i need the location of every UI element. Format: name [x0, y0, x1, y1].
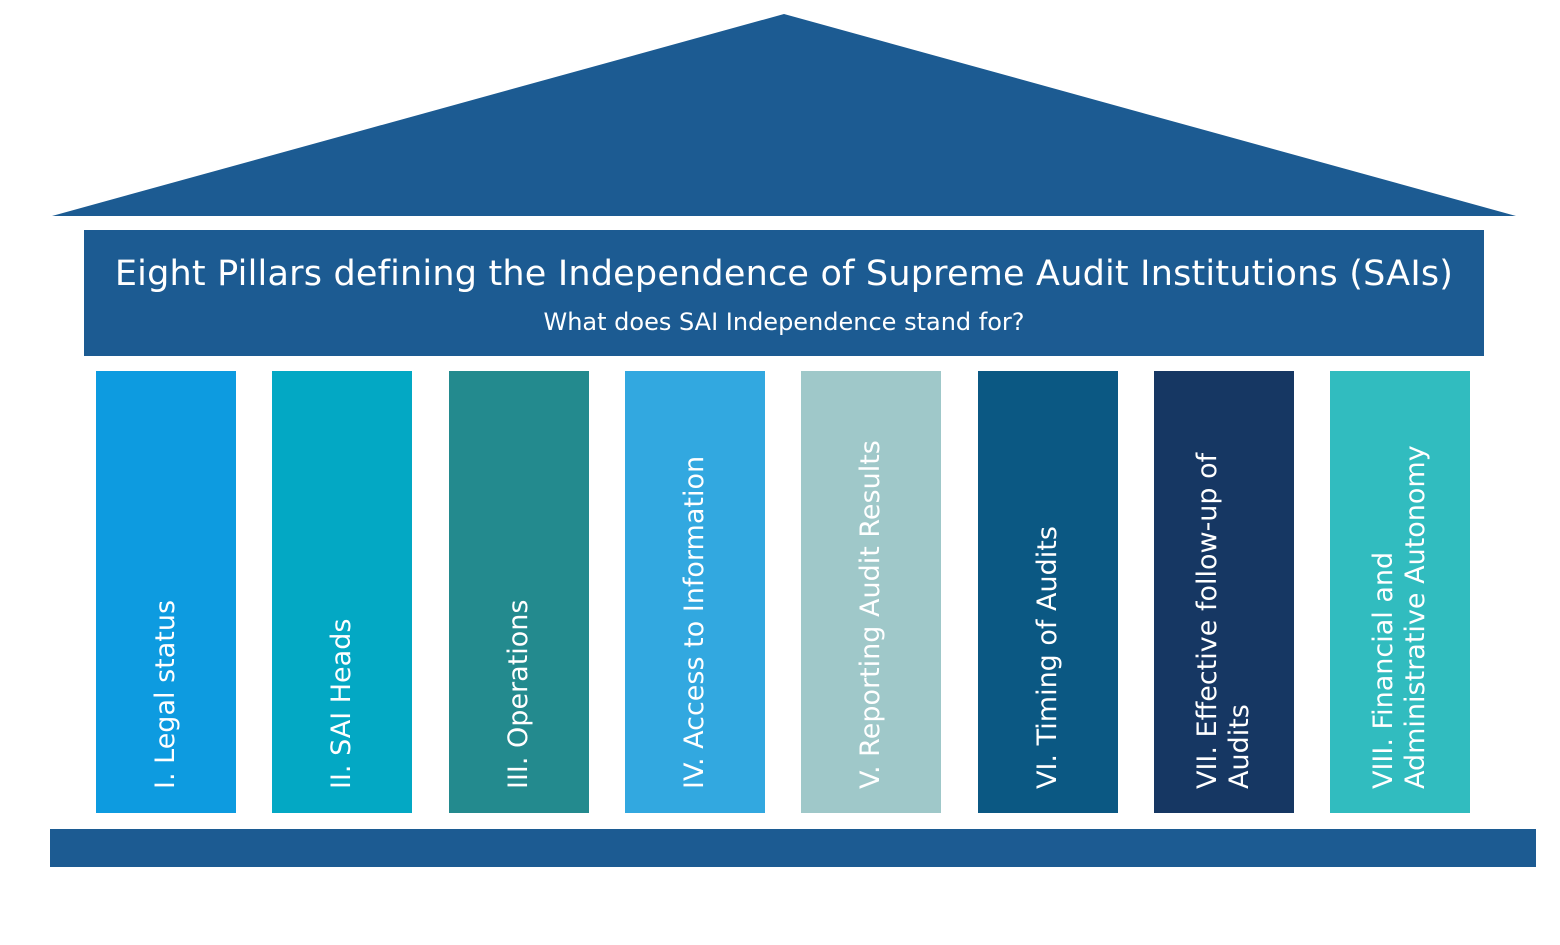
diagram-title: Eight Pillars defining the Independence … [114, 254, 1454, 294]
pillar-effective-follow-up: VII. Effective follow-up of Audits [1154, 371, 1294, 813]
pillar-legal-status: I. Legal status [96, 371, 236, 813]
pillar-label: VII. Effective follow-up of Audits [1192, 452, 1255, 789]
pillar-label: II. SAI Heads [326, 618, 357, 789]
pillar-access-to-information: IV. Access to Information [625, 371, 765, 813]
pillar-label: VIII. Financial and Administrative Auton… [1368, 445, 1431, 789]
roof-pediment [52, 14, 1516, 216]
pillar-financial-administrative-autonomy: VIII. Financial and Administrative Auton… [1330, 371, 1470, 813]
pillar-label: VI. Timing of Audits [1032, 526, 1063, 789]
pillar-reporting-audit-results: V. Reporting Audit Results [801, 371, 941, 813]
pillar-label: I. Legal status [150, 599, 181, 789]
diagram-subtitle: What does SAI Independence stand for? [543, 308, 1025, 336]
architrave-banner: Eight Pillars defining the Independence … [84, 230, 1484, 356]
pillar-sai-heads: II. SAI Heads [272, 371, 412, 813]
roof-triangle [52, 14, 1516, 216]
pillar-operations: III. Operations [449, 371, 589, 813]
pillar-label: V. Reporting Audit Results [855, 440, 886, 789]
pillar-timing-of-audits: VI. Timing of Audits [978, 371, 1118, 813]
pillar-label: III. Operations [503, 599, 534, 790]
base-platform [50, 829, 1536, 867]
pillar-label: IV. Access to Information [679, 455, 710, 789]
